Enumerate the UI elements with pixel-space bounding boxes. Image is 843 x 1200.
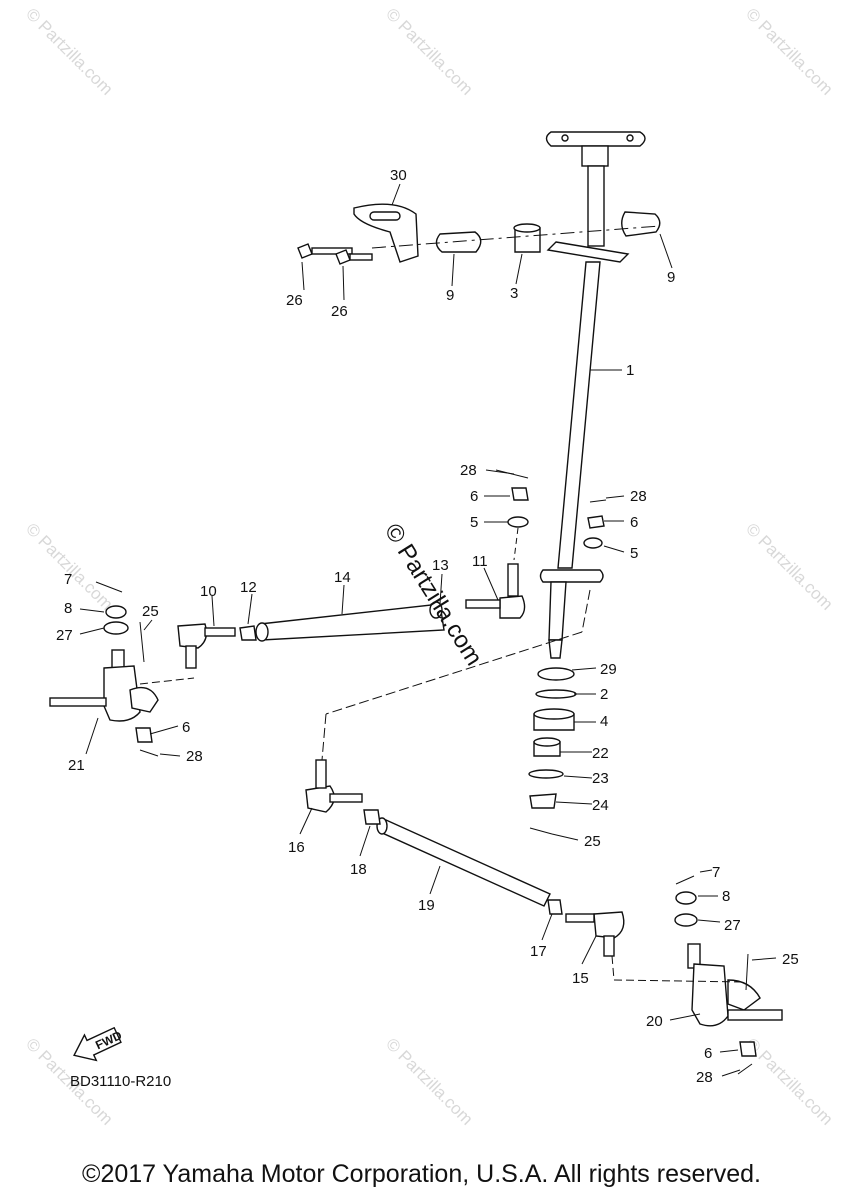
center-watermark: © Partzilla.com (379, 519, 488, 670)
callout-28: 28 (696, 1069, 713, 1086)
callout-8: 8 (722, 888, 730, 905)
callout-23: 23 (592, 770, 609, 787)
callout-25: 25 (584, 833, 601, 850)
callout-7: 7 (712, 864, 720, 881)
callout-15: 15 (572, 970, 589, 987)
watermark: © Partzilla.com (382, 4, 476, 98)
callout-10: 10 (200, 583, 217, 600)
callout-12: 12 (240, 579, 257, 596)
fwd-label: FWD (93, 1028, 124, 1052)
callout-28: 28 (186, 748, 203, 765)
callout-14: 14 (334, 569, 351, 586)
fwd-arrow-icon: FWD (73, 1026, 124, 1062)
callout-28: 28 (630, 488, 647, 505)
callout-21: 21 (68, 757, 85, 774)
callout-4: 4 (600, 713, 608, 730)
watermark: © Partzilla.com (742, 519, 836, 613)
watermark: © Partzilla.com (22, 4, 116, 98)
callout-9: 9 (667, 269, 675, 286)
callout-5: 5 (470, 514, 478, 531)
callout-25: 25 (782, 951, 799, 968)
callout-29: 29 (600, 661, 617, 678)
leader-lines (79, 183, 777, 1077)
callout-9: 9 (446, 287, 454, 304)
callout-28: 28 (460, 462, 477, 479)
watermark: © Partzilla.com (742, 1034, 836, 1128)
callout-6: 6 (630, 514, 638, 531)
callout-27: 27 (724, 917, 741, 934)
watermark: © Partzilla.com (382, 1034, 476, 1128)
copyright-text: ©2017 Yamaha Motor Corporation, U.S.A. A… (82, 1160, 761, 1188)
callout-17: 17 (530, 943, 547, 960)
callout-6: 6 (470, 488, 478, 505)
steering-shaft (539, 131, 646, 659)
callout-6: 6 (182, 719, 190, 736)
callout-7: 7 (64, 571, 72, 588)
lower-tie-rod (305, 759, 625, 957)
callout-18: 18 (350, 861, 367, 878)
callout-27: 27 (56, 627, 73, 644)
callout-5: 5 (630, 545, 638, 562)
callout-3: 3 (510, 285, 518, 302)
callout-11: 11 (472, 553, 488, 570)
callout-6: 6 (704, 1045, 712, 1062)
callout-30: 30 (390, 167, 407, 184)
callout-19: 19 (418, 897, 435, 914)
left-knuckle (49, 581, 195, 757)
callouts: 30 26 26 9 3 9 1 28 6 5 28 6 5 11 13 14 … (56, 167, 799, 1086)
callout-20: 20 (646, 1013, 663, 1030)
callout-8: 8 (64, 600, 72, 617)
callout-26: 26 (286, 292, 303, 309)
callout-22: 22 (592, 745, 609, 762)
upper-tie-rod (177, 469, 529, 669)
callout-2: 2 (600, 686, 608, 703)
callout-25: 25 (142, 603, 159, 620)
callout-26: 26 (331, 303, 348, 320)
upper-joints (297, 203, 661, 265)
diagram-code: BD31110-R210 (70, 1073, 171, 1090)
shaft-right-small-parts (583, 499, 607, 549)
right-knuckle (611, 875, 783, 1075)
callout-24: 24 (592, 797, 609, 814)
callout-1: 1 (626, 362, 634, 379)
callout-13: 13 (432, 557, 449, 574)
watermark: © Partzilla.com (742, 4, 836, 98)
shaft-lower-stack (528, 667, 577, 835)
callout-16: 16 (288, 839, 305, 856)
